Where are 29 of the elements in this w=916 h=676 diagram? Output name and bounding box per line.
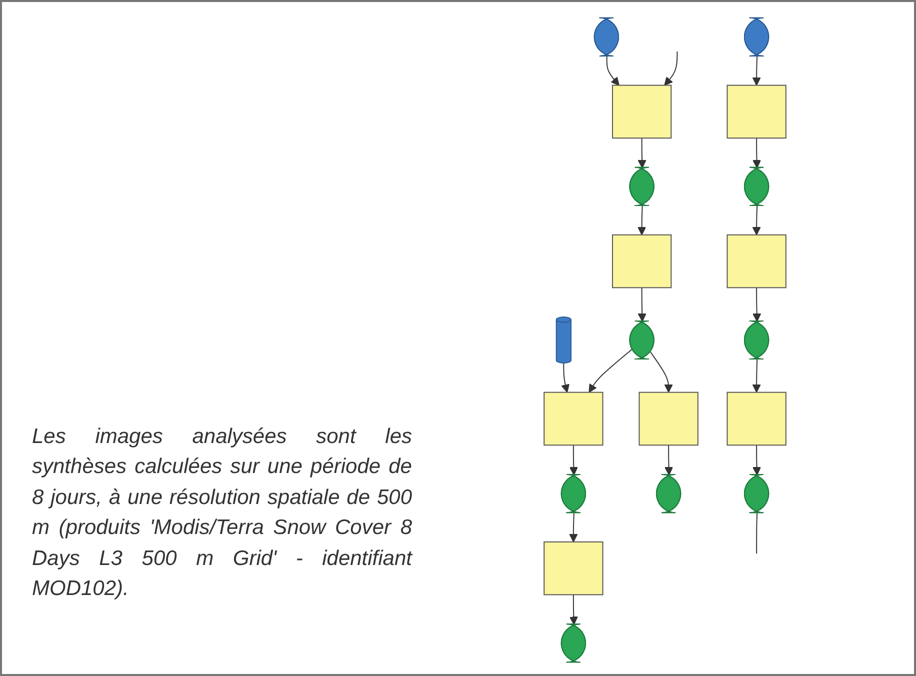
arrow [752,359,761,393]
arrow [569,594,578,625]
arrow [561,362,570,393]
connector [756,512,758,554]
node-box [544,392,604,446]
arrow [638,287,646,322]
arrow [752,287,762,322]
arrow [588,348,633,393]
arrow [752,206,761,236]
arrow [569,444,578,476]
note-text: Les images analysées sont les synthèses calculées sur une période de 8 jours, à une résolution spatiale de 500 m (produits 'Modis/Terra Snow Cover 8 Days L3 500 m Grid' - identifiant MOD102). [32,424,412,602]
arrow [606,56,620,86]
arrow [664,51,678,86]
arrow [664,444,674,476]
arrow [650,352,673,393]
arrow [569,512,578,542]
node-cylinder [556,316,572,364]
node-box [544,541,604,596]
node-box [726,84,786,139]
arrow [638,206,646,236]
node-box [726,392,786,446]
node-box [612,84,672,139]
node-box [612,234,672,288]
arrow [752,444,762,476]
node-box [726,234,786,288]
arrow [752,56,761,86]
node-box [638,392,698,446]
arrow [752,138,762,168]
arrow [638,138,646,168]
